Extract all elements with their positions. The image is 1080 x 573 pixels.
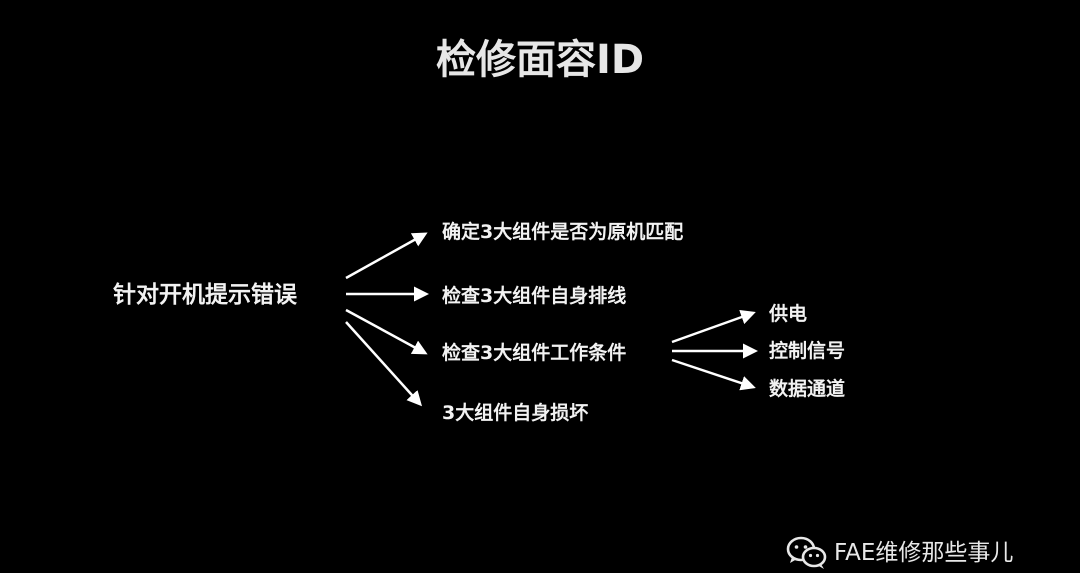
sub-branch-node-2: 控制信号: [769, 340, 846, 362]
branch-node-4: 3大组件自身损坏: [442, 402, 589, 424]
watermark-text: FAE维修那些事儿: [834, 540, 1014, 566]
arrow-root-to-branch-4: [345, 321, 423, 407]
watermark: FAE维修那些事儿: [786, 536, 1013, 570]
arrow-branch-3-to-sub-1: [671, 309, 756, 344]
sub-branch-node-3: 数据通道: [769, 378, 846, 400]
arrow-branch-3-to-sub-3: [671, 358, 756, 391]
branch-node-1: 确定3大组件是否为原机匹配: [442, 221, 684, 243]
wechat-icon: [786, 536, 827, 569]
arrow-root-to-branch-3: [345, 308, 428, 355]
root-node: 针对开机提示错误: [113, 282, 297, 308]
sub-branch-node-1: 供电: [769, 303, 808, 325]
diagram-title: 检修面容ID: [435, 37, 645, 83]
arrow-root-to-branch-1: [345, 232, 428, 280]
branch-node-2: 检查3大组件自身排线: [442, 285, 627, 307]
branch-node-3: 检查3大组件工作条件: [442, 342, 627, 364]
